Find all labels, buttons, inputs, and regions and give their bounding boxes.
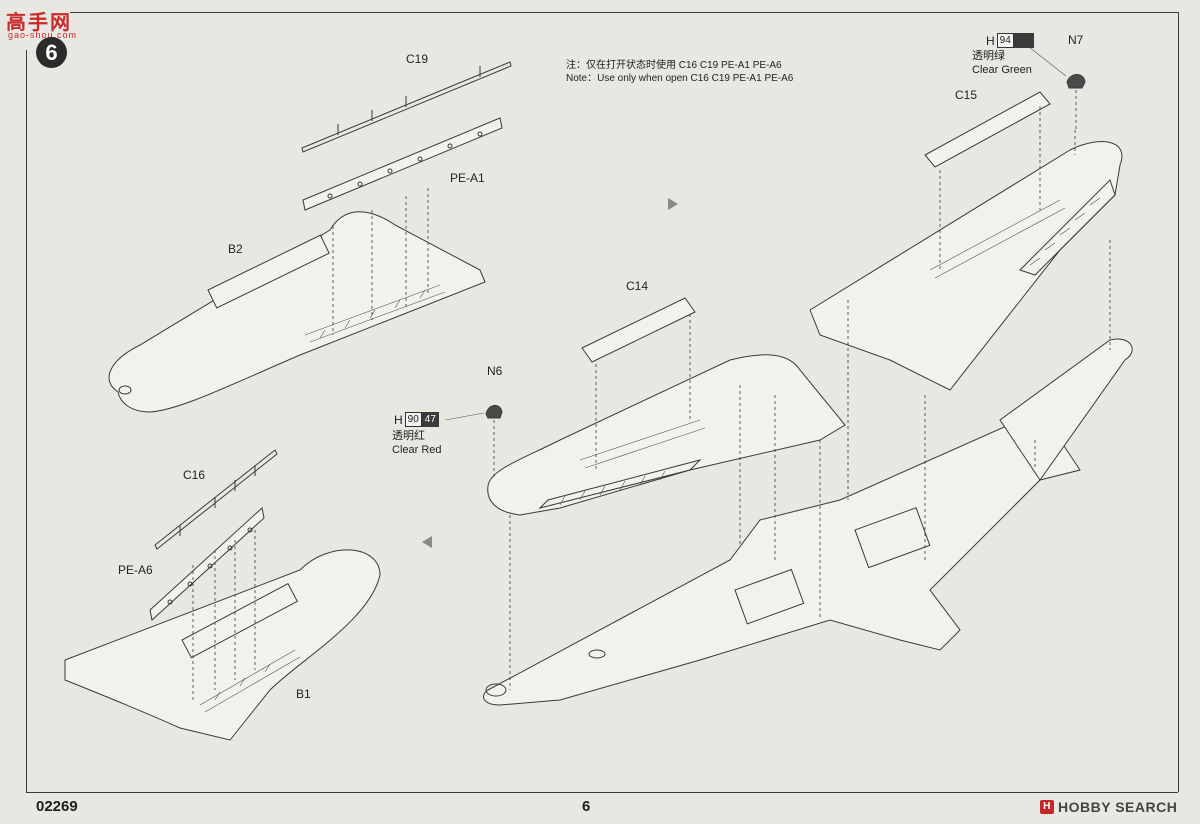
wing-half-b1 — [64, 549, 381, 741]
label-c15: C15 — [955, 88, 978, 102]
frame-left-line — [26, 50, 27, 792]
note-english: Note：Use only when open C16 C19 PE-A1 PE… — [566, 73, 794, 84]
label-c19: C19 — [406, 52, 429, 66]
paint-code-swatch — [1013, 33, 1034, 48]
wing-half-b2 — [108, 211, 486, 413]
brand-name: HOBBY SEARCH — [1058, 799, 1178, 815]
paint-clear-red-en: Clear Red — [392, 444, 442, 456]
part-n6-lens — [485, 405, 503, 419]
paint-code-clear-green: H 94 — [986, 33, 1034, 48]
watermark-url: gao-shou.com — [8, 30, 78, 40]
hobby-search-logo-icon: H — [1040, 800, 1054, 814]
label-pe-a1: PE-A1 — [450, 171, 485, 185]
frame-top-line — [70, 12, 1178, 13]
frame-right-line — [1178, 12, 1179, 792]
paint-h-prefix: H — [986, 33, 995, 48]
part-pe-a1 — [302, 117, 503, 211]
wing-upper-left — [487, 354, 846, 516]
paint-clear-green-cn: 透明绿 — [972, 50, 1005, 62]
label-pe-a6: PE-A6 — [118, 563, 153, 577]
label-n6: N6 — [487, 364, 503, 378]
part-n7-lens — [1066, 74, 1086, 89]
paint-code-clear-red: H 90 47 — [394, 412, 439, 427]
label-c16: C16 — [183, 468, 206, 482]
label-b2: B2 — [228, 242, 243, 256]
part-pe-a6 — [149, 507, 265, 621]
paint-code-secondary: 47 — [421, 412, 439, 427]
paint-clear-green-en: Clear Green — [972, 64, 1032, 76]
wing-upper-right — [809, 141, 1123, 391]
label-n7: N7 — [1068, 33, 1084, 47]
part-c16 — [154, 449, 278, 550]
note-chinese: 注：仅在打开状态时使用 C16 C19 PE-A1 PE-A6 — [566, 60, 782, 71]
watermark-site-name: 高手网 — [6, 12, 72, 34]
part-c14 — [581, 297, 696, 363]
frame-bottom-line — [26, 792, 1178, 793]
step-number-badge: 6 — [36, 37, 67, 68]
wing-lower-center — [483, 338, 1133, 706]
part-c19 — [301, 61, 512, 153]
brand-watermark: H HOBBY SEARCH — [1040, 799, 1177, 815]
paint-clear-red-text: 透明红 Clear Red — [392, 429, 442, 457]
paint-h-prefix: H — [394, 412, 403, 427]
paint-code-primary: 90 — [404, 412, 422, 427]
part-c15 — [924, 91, 1051, 168]
page-number: 6 — [582, 798, 591, 815]
direction-arrow-right — [668, 198, 678, 210]
product-code: 02269 — [36, 798, 78, 815]
paint-code-primary: 94 — [996, 33, 1014, 48]
direction-arrow-left — [422, 536, 432, 548]
label-b1: B1 — [296, 687, 311, 701]
paint-clear-red-cn: 透明红 — [392, 430, 425, 442]
label-c14: C14 — [626, 279, 649, 293]
paint-clear-green-text: 透明绿 Clear Green — [972, 49, 1032, 77]
